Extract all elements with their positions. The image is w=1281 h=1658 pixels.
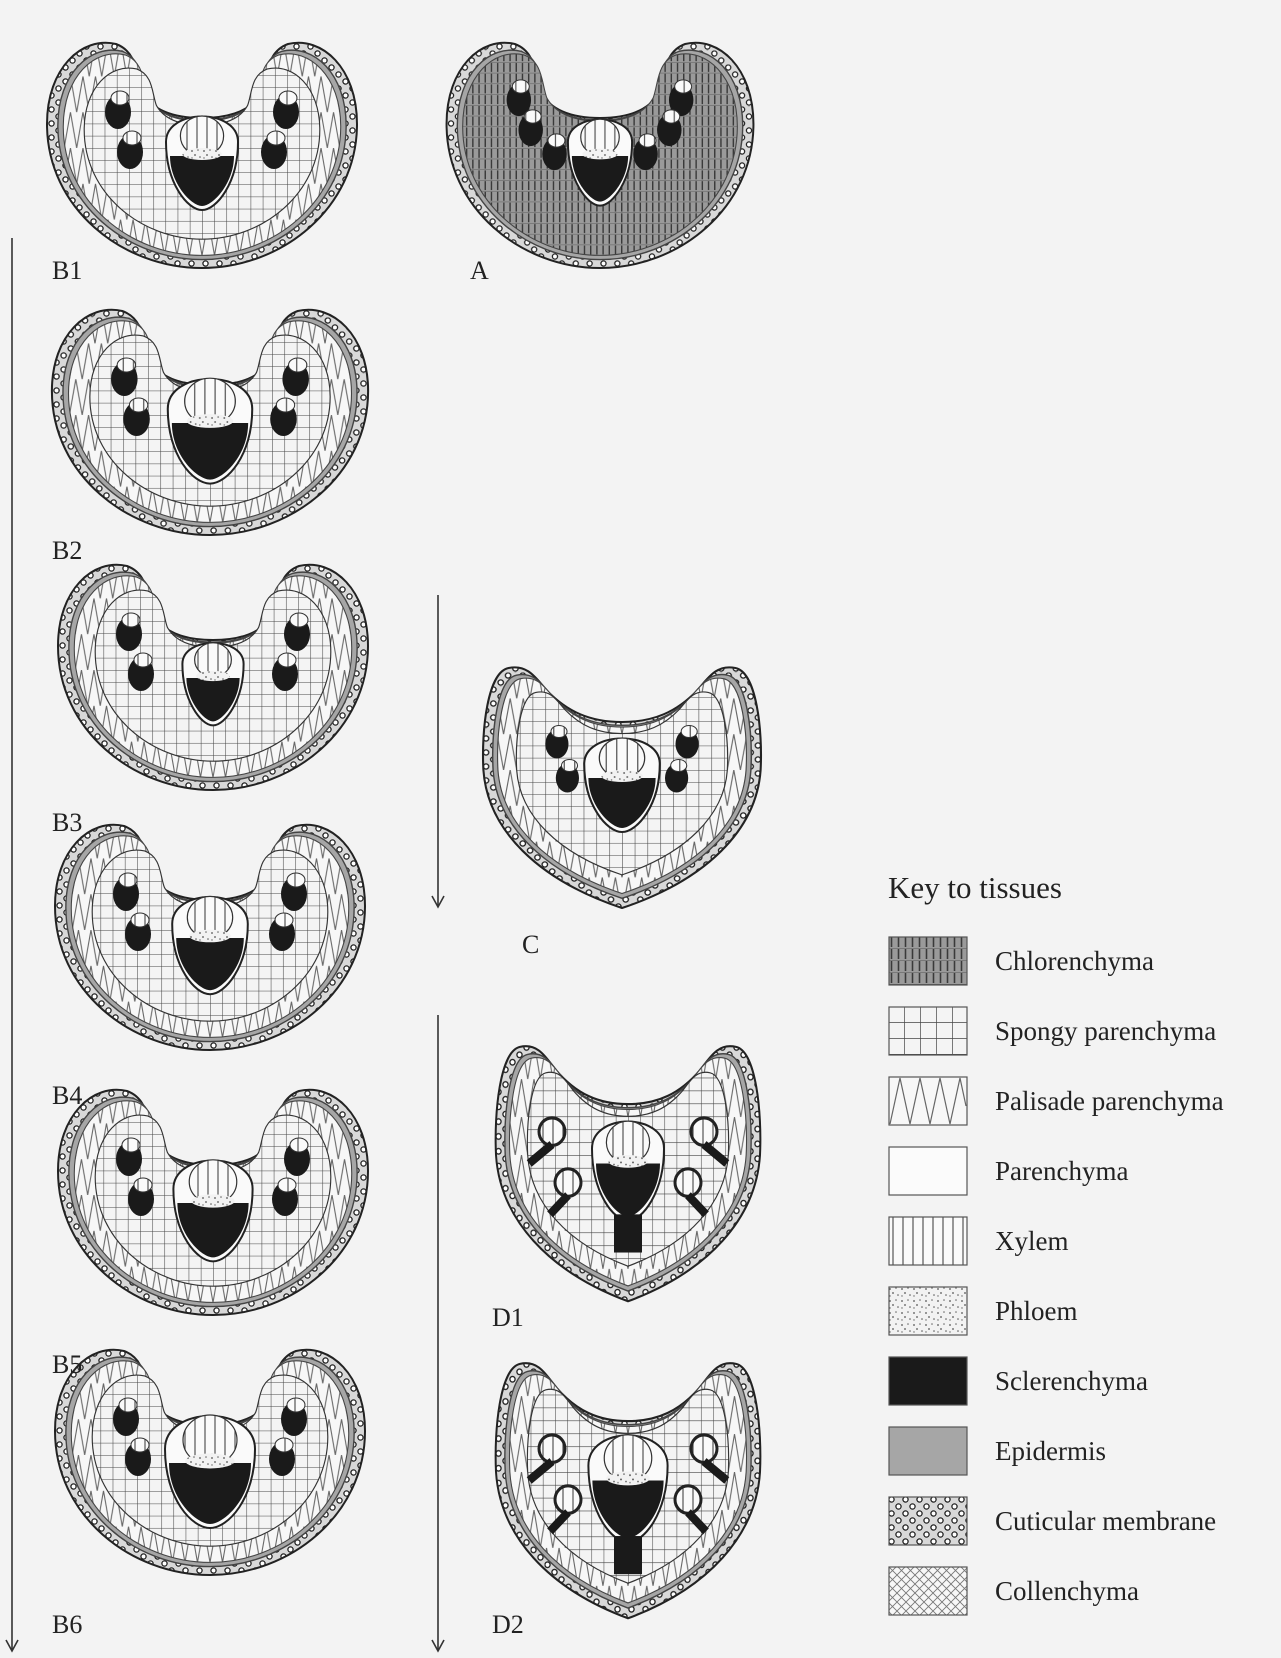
leaf-section-a [447, 43, 754, 268]
key-swatch-epidermis [888, 1426, 968, 1476]
key-item-palisade: Palisade parenchyma [888, 1075, 1224, 1127]
section-label-b6: B6 [52, 1612, 82, 1638]
key-item-parenchyma: Parenchyma [888, 1145, 1128, 1197]
key-label-parenchyma: Parenchyma [995, 1156, 1128, 1187]
key-label-cuticle: Cuticular membrane [995, 1506, 1216, 1537]
sections-layer [47, 43, 761, 1618]
section-label-a: A [470, 258, 489, 284]
key-swatch-xylem [888, 1216, 968, 1266]
section-label-d2: D2 [492, 1612, 524, 1638]
leaf-section-b3 [58, 565, 368, 790]
key-item-cuticle: Cuticular membrane [888, 1495, 1216, 1547]
key-swatch-spongy [888, 1006, 968, 1056]
key-swatch-sclerenchyma [888, 1356, 968, 1406]
key-label-xylem: Xylem [995, 1226, 1069, 1257]
key-label-collenchyma: Collenchyma [995, 1576, 1139, 1607]
leaf-section-b1 [47, 43, 357, 268]
key-swatch-cuticle [888, 1496, 968, 1546]
key-swatch-phloem [888, 1286, 968, 1336]
section-label-b3: B3 [52, 810, 82, 836]
key-swatch-parenchyma [888, 1146, 968, 1196]
leaf-section-b5 [58, 1090, 368, 1315]
key-label-palisade: Palisade parenchyma [995, 1086, 1224, 1117]
key-item-epidermis: Epidermis [888, 1425, 1106, 1477]
section-label-b2: B2 [52, 538, 82, 564]
key-item-phloem: Phloem [888, 1285, 1078, 1337]
arrow-c-series [432, 595, 444, 907]
key-item-chlorenchyma: Chlorenchyma [888, 935, 1154, 987]
section-label-b1: B1 [52, 258, 82, 284]
key-swatch-chlorenchyma [888, 936, 968, 986]
key-label-epidermis: Epidermis [995, 1436, 1106, 1467]
leaf-section-b6 [55, 1350, 365, 1575]
section-label-b5: B5 [52, 1352, 82, 1378]
key-item-collenchyma: Collenchyma [888, 1565, 1139, 1617]
section-label-d1: D1 [492, 1305, 524, 1331]
key-label-spongy: Spongy parenchyma [995, 1016, 1216, 1047]
key-item-xylem: Xylem [888, 1215, 1069, 1267]
section-label-c: C [522, 932, 539, 958]
key-label-sclerenchyma: Sclerenchyma [995, 1366, 1148, 1397]
leaf-section-d2 [496, 1363, 761, 1618]
arrow-d-series [432, 1015, 444, 1651]
section-label-b4: B4 [52, 1083, 82, 1109]
key-title: Key to tissues [888, 870, 1062, 906]
leaf-section-c [483, 667, 761, 908]
leaf-section-b2 [52, 310, 368, 535]
key-item-sclerenchyma: Sclerenchyma [888, 1355, 1148, 1407]
leaf-section-b4 [55, 825, 365, 1050]
arrow-b-series [6, 238, 18, 1651]
key-label-phloem: Phloem [995, 1296, 1078, 1327]
key-swatch-collenchyma [888, 1566, 968, 1616]
key-label-chlorenchyma: Chlorenchyma [995, 946, 1154, 977]
key-swatch-palisade [888, 1076, 968, 1126]
leaf-section-d1 [496, 1046, 761, 1301]
key-item-spongy: Spongy parenchyma [888, 1005, 1216, 1057]
